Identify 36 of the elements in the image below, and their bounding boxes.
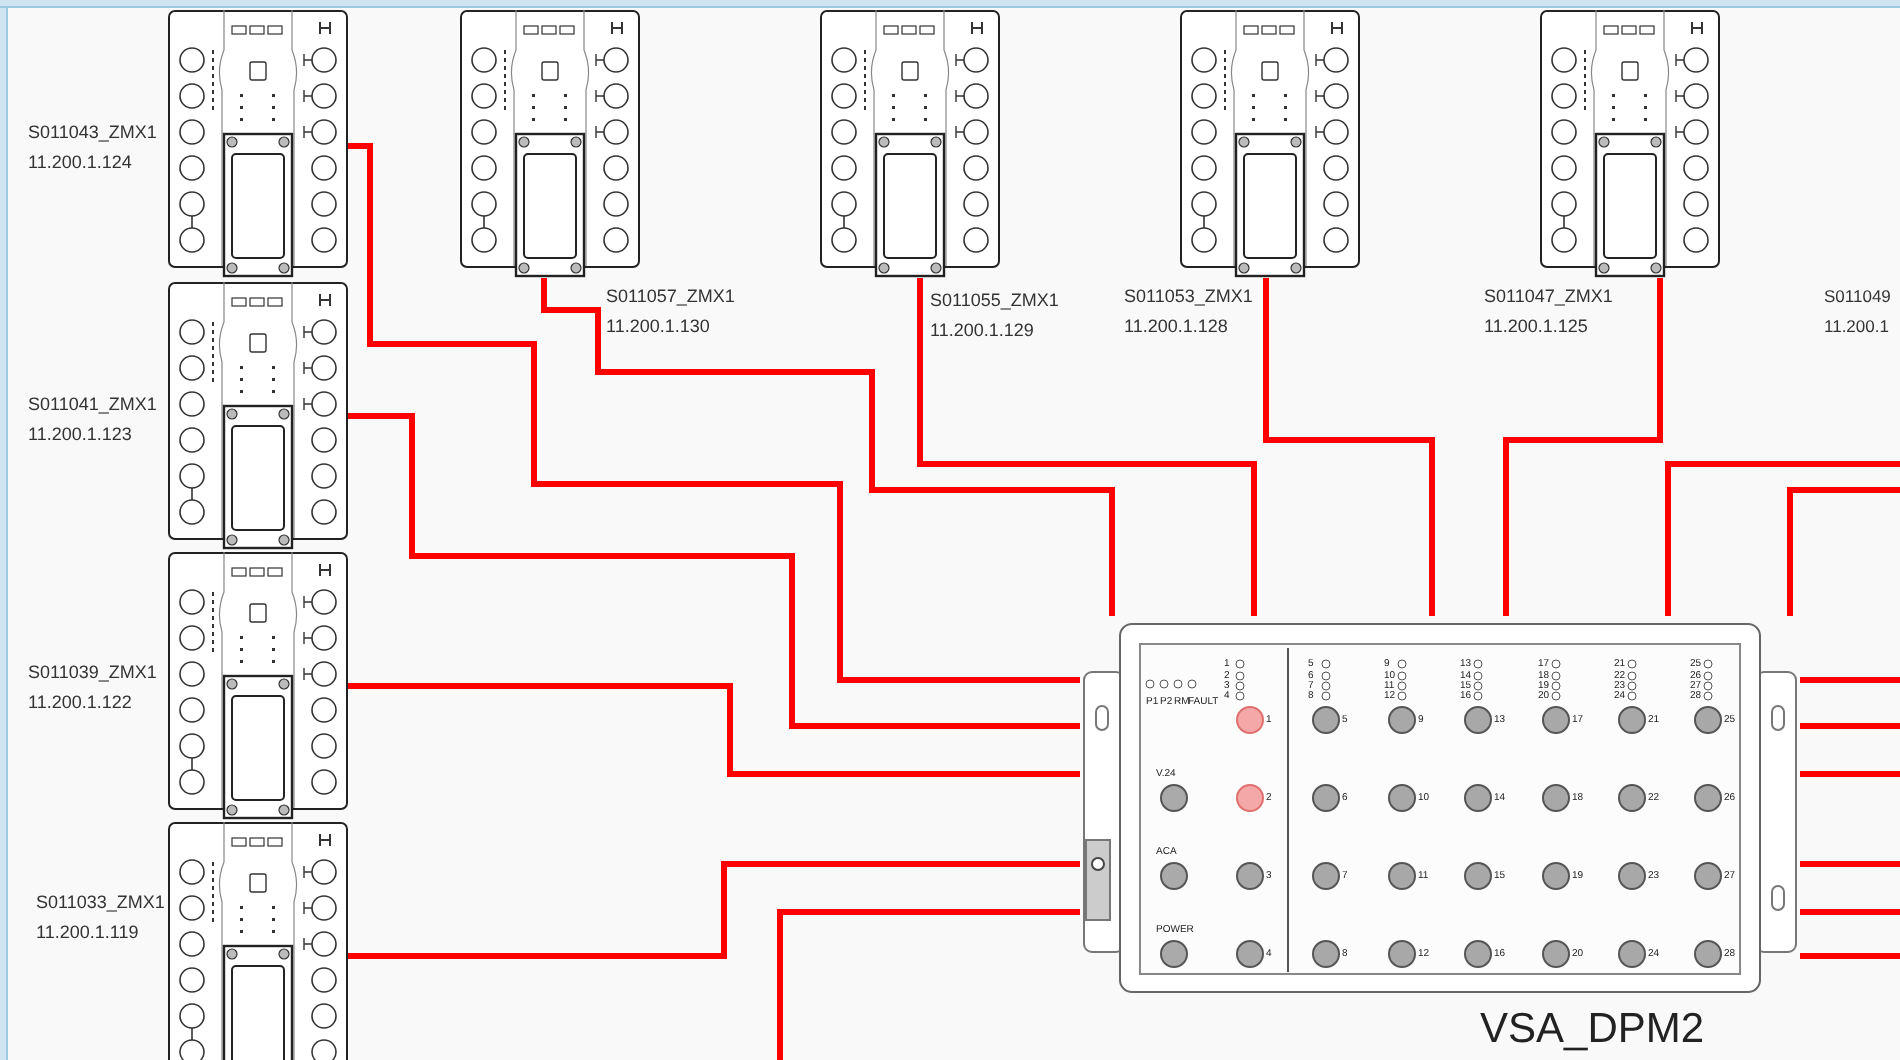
network-cable-line <box>1800 771 1900 777</box>
ip-address: 11.200.1.125 <box>1484 314 1588 340</box>
network-cable-line <box>348 143 1080 683</box>
network-cable-line <box>1503 278 1663 616</box>
ip-address: 11.200.1.119 <box>36 920 139 946</box>
network-cable-line <box>348 861 1080 959</box>
network-cable-line <box>1665 461 1900 616</box>
network-cable-line <box>1800 909 1900 915</box>
ip-address: 11.200.1.123 <box>28 422 132 448</box>
device-name: S011043_ZMX1 <box>28 120 157 146</box>
network-cable-line <box>348 683 1080 777</box>
ip-address: 11.200.1.128 <box>1124 314 1228 340</box>
network-cable-line <box>541 278 1115 616</box>
network-cable-line <box>1800 723 1900 729</box>
device-name: S011049 <box>1824 284 1891 310</box>
ip-address: 11.200.1.124 <box>28 150 132 176</box>
device-title: VSA_DPM2 <box>1480 1006 1705 1054</box>
network-cable-line <box>1800 677 1900 683</box>
network-cable-line <box>1263 278 1435 616</box>
device-name: S011047_ZMX1 <box>1484 284 1613 310</box>
network-cable-line <box>1800 861 1900 867</box>
device-name: S011053_ZMX1 <box>1124 284 1253 310</box>
ip-address: 11.200.1 <box>1824 314 1889 340</box>
ip-address: 11.200.1.122 <box>28 690 132 716</box>
network-cable-line <box>348 413 1080 729</box>
device-name: S011039_ZMX1 <box>28 660 157 686</box>
network-cable-line <box>1787 487 1900 616</box>
device-name: S011041_ZMX1 <box>28 392 157 418</box>
device-name: S011057_ZMX1 <box>606 284 735 310</box>
network-cable-line <box>917 278 1257 616</box>
network-cable-line <box>1800 953 1900 959</box>
ip-address: 11.200.1.130 <box>606 314 710 340</box>
network-cable-line <box>777 909 1080 1060</box>
ip-address: 11.200.1.129 <box>930 318 1034 344</box>
device-name: S011055_ZMX1 <box>930 288 1059 314</box>
device-name: S011033_ZMX1 <box>36 890 165 916</box>
